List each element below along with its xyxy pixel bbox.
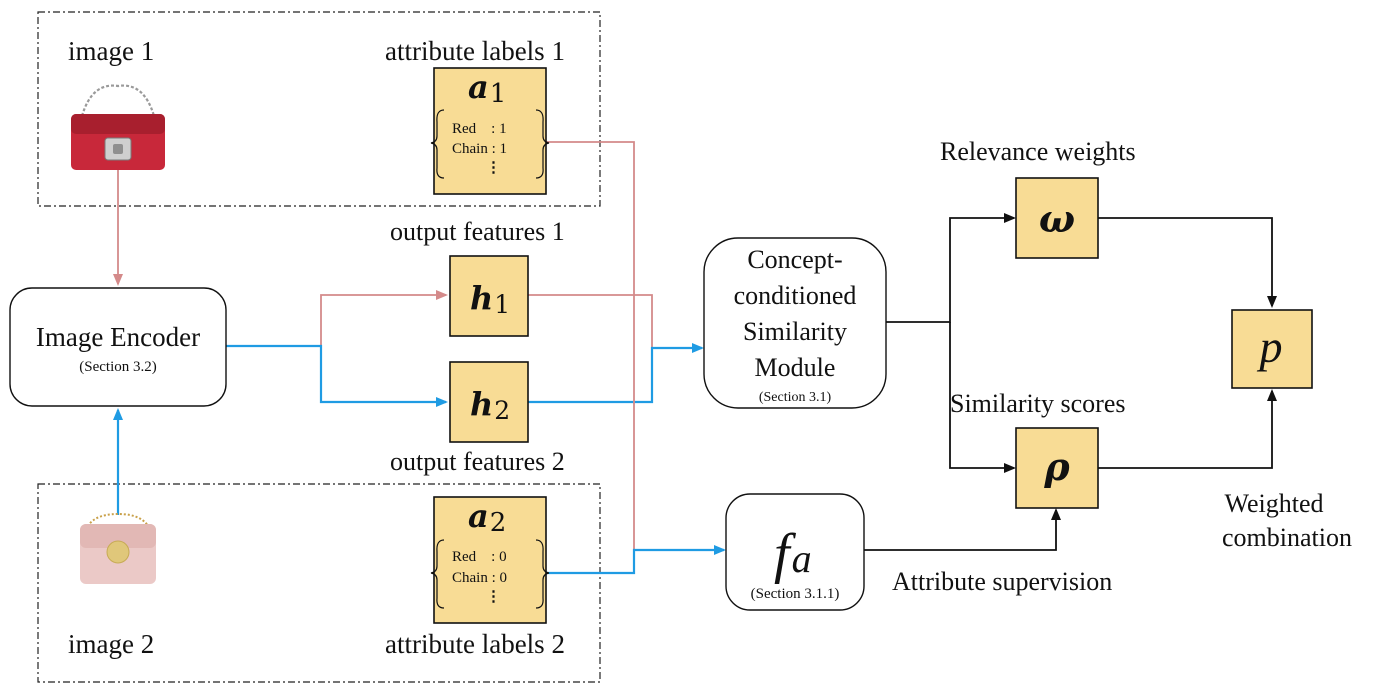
a2-to-fa-arrow <box>546 545 726 575</box>
image2-pink-handbag <box>80 512 156 584</box>
weighted-combination-line2: combination <box>1222 523 1352 552</box>
module-line4: Module <box>755 353 836 382</box>
relevance-weights-omega-symbol: ω <box>1039 196 1075 241</box>
feature-h2-symbol: h2 <box>470 385 510 425</box>
image1-label: image 1 <box>68 36 154 66</box>
output-features1-label: output features 1 <box>390 217 565 246</box>
module-section: (Section 3.1) <box>759 390 832 405</box>
attr-a1-left-brace <box>430 109 445 179</box>
image2-label: image 2 <box>68 629 154 659</box>
image1-red-handbag <box>71 84 165 170</box>
image-encoder-section: (Section 3.2) <box>79 359 156 375</box>
attr-a1-chain: Chain : 1 <box>452 141 507 157</box>
module-line2: conditioned <box>734 281 857 310</box>
image-encoder-box <box>9 287 227 407</box>
image2-group-frame <box>37 483 601 683</box>
attr-a1-red: Red : 1 <box>452 121 507 137</box>
module-line3: Similarity <box>743 317 847 346</box>
a1-to-fa-line <box>546 141 635 550</box>
relevance-weights-label: Relevance weights <box>940 137 1136 166</box>
encoder-to-h2-arrow <box>226 344 448 407</box>
attribute-head-fa-box <box>725 493 865 611</box>
relevance-weights-omega-box <box>1015 177 1099 259</box>
attr-a2-left-brace <box>430 539 445 609</box>
h2-to-module-arrow <box>528 343 704 404</box>
rho-to-p-arrow <box>1098 389 1277 469</box>
output-p-box <box>1231 309 1313 389</box>
module-to-omega-arrow <box>886 213 1016 323</box>
attribute-head-fa-symbol: fa <box>774 523 812 585</box>
attr-a1-ellipsis: ⋮ <box>486 160 501 176</box>
attr-vector-a2-symbol: a2 <box>468 497 506 538</box>
feature-h2-box <box>449 361 529 443</box>
module-to-rho-arrow <box>949 322 1016 473</box>
feature-h1-symbol: h1 <box>470 279 510 319</box>
attr-vector-a2-box <box>433 496 547 624</box>
attr-labels1-title: attribute labels 1 <box>385 36 565 66</box>
output-features2-label: output features 2 <box>390 447 565 476</box>
fa-to-rho-arrow <box>864 508 1061 551</box>
image-encoder-title: Image Encoder <box>36 322 200 352</box>
similarity-scores-rho-symbol: ρ <box>1043 444 1070 489</box>
module-line1: Concept- <box>747 245 842 274</box>
feature-h1-box <box>449 255 529 337</box>
attr-vector-a1-box <box>433 67 547 195</box>
attr-a2-red: Red : 0 <box>452 549 507 565</box>
omega-to-p-arrow <box>1098 217 1277 308</box>
similarity-scores-label: Similarity scores <box>950 389 1125 418</box>
encoder-to-h1-arrow <box>226 290 448 347</box>
attribute-head-fa-section: (Section 3.1.1) <box>751 586 840 602</box>
attr-labels2-title: attribute labels 2 <box>385 629 565 659</box>
attr-a2-chain: Chain : 0 <box>452 570 507 586</box>
similarity-scores-rho-box <box>1015 427 1099 509</box>
output-p-symbol: p <box>1257 321 1283 372</box>
attr-a2-ellipsis: ⋮ <box>486 589 501 605</box>
attr-a2-right-brace <box>535 539 550 609</box>
attribute-supervision-label: Attribute supervision <box>892 567 1112 596</box>
similarity-module-box <box>703 237 887 409</box>
image1-group-frame <box>37 11 601 207</box>
attr-vector-a1-symbol: a1 <box>468 68 506 109</box>
h1-to-module-line <box>528 294 653 348</box>
attr-a1-right-brace <box>535 109 550 179</box>
weighted-combination-line1: Weighted <box>1225 489 1324 518</box>
